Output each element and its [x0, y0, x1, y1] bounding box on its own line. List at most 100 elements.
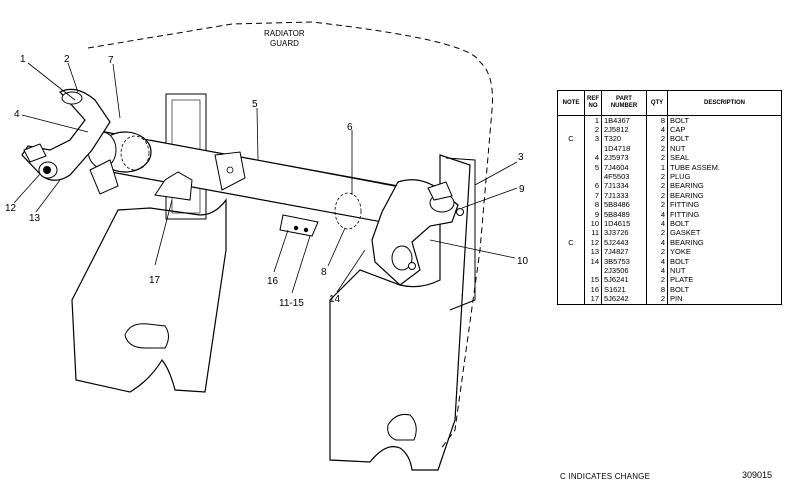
bolt-plate-bolt — [293, 225, 299, 231]
right-yoke-bolt — [408, 262, 416, 270]
row-qty: 8 — [646, 115, 668, 126]
row-note — [557, 228, 585, 239]
row-ref-no: 10 — [584, 219, 602, 229]
row-qty: 4 — [646, 219, 668, 229]
row-note: C — [557, 134, 585, 145]
right-plate-edge — [445, 157, 476, 311]
row-qty: 4 — [646, 256, 668, 267]
leader-lines — [13, 62, 518, 294]
row-part-number: 2J3506 — [601, 266, 647, 276]
row-part-number: 7J4604 — [601, 162, 647, 173]
left-yoke-bearing — [43, 166, 51, 174]
callout-4: 4 — [14, 109, 20, 120]
row-ref-no: 8 — [584, 200, 602, 210]
row-ref-no: 16 — [584, 285, 602, 295]
row-ref-no: 12 — [584, 238, 602, 248]
row-part-number: 7J1334 — [601, 181, 647, 192]
row-ref-no: 15 — [584, 275, 602, 286]
row-qty: 2 — [646, 134, 668, 145]
row-ref-no — [584, 266, 602, 276]
row-note — [557, 294, 585, 305]
row-qty: 2 — [646, 181, 668, 192]
row-note — [557, 162, 585, 173]
row-ref-no: 11 — [584, 228, 602, 239]
row-ref-no: 6 — [584, 181, 602, 192]
left-mounting-plate — [71, 198, 227, 393]
row-description: PLUG — [667, 172, 782, 182]
row-qty: 2 — [646, 247, 668, 257]
row-qty: 4 — [646, 125, 668, 135]
row-qty: 2 — [646, 191, 668, 201]
row-ref-no: 17 — [584, 294, 602, 305]
row-qty: 4 — [646, 266, 668, 276]
row-part-number: 1D4718 — [601, 144, 647, 154]
right-yoke-bearing-cap — [427, 181, 453, 201]
row-qty: 8 — [646, 285, 668, 295]
row-part-number: 5J2443 — [601, 238, 647, 248]
row-description: BOLT — [667, 285, 782, 295]
tube-flange — [214, 151, 246, 191]
figure-id: 309015 — [742, 470, 773, 480]
callout-9: 9 — [519, 184, 525, 195]
row-ref-no — [584, 144, 602, 154]
row-description: YOKE — [667, 247, 782, 257]
row-description: FITTING — [667, 200, 782, 210]
right-yoke-bolt — [456, 208, 464, 216]
row-ref-no: 3 — [584, 134, 602, 145]
row-part-number: 2J5973 — [601, 153, 647, 163]
callout-11-15: 11-15 — [279, 298, 304, 309]
row-part-number: 1D4615 — [601, 219, 647, 229]
callout-14: 14 — [329, 294, 341, 305]
right-bearing-bore — [334, 192, 362, 230]
row-note — [557, 181, 585, 192]
bolt-plate-bolt — [303, 227, 309, 233]
row-note — [557, 172, 585, 182]
header-qty: QTY — [646, 90, 668, 116]
change-indicator-note: C INDICATES CHANGE — [560, 472, 651, 481]
row-note: C — [557, 238, 585, 248]
callout-3: 3 — [518, 152, 524, 163]
row-part-number: 1B4367 — [601, 115, 647, 126]
row-description: BOLT — [667, 115, 782, 126]
left-yoke — [21, 88, 111, 181]
row-part-number: 5J6241 — [601, 275, 647, 286]
row-note — [557, 209, 585, 220]
row-note — [557, 247, 585, 257]
callout-8: 8 — [321, 267, 327, 278]
row-part-number: 3B5753 — [601, 256, 647, 267]
row-description: PLATE — [667, 275, 782, 286]
row-part-number: 7J4827 — [601, 247, 647, 257]
row-description: TUBE ASSEM. — [667, 162, 782, 173]
left-plate-cutout — [124, 323, 169, 349]
row-description: BOLT — [667, 219, 782, 229]
bolt-plate — [279, 214, 319, 237]
row-part-number: 4F5503 — [601, 172, 647, 182]
row-description: BOLT — [667, 134, 782, 145]
row-ref-no: 2 — [584, 125, 602, 135]
row-description: CAP — [667, 125, 782, 135]
row-note — [557, 285, 585, 295]
callout-2: 2 — [64, 54, 70, 65]
row-qty: 1 — [646, 162, 668, 173]
row-description: FITTING — [667, 209, 782, 220]
row-note — [557, 266, 585, 276]
row-ref-no: 14 — [584, 256, 602, 267]
right-plate-cutout — [387, 414, 417, 441]
row-ref-no: 7 — [584, 191, 602, 201]
callout-5: 5 — [252, 99, 258, 110]
row-ref-no: 13 — [584, 247, 602, 257]
row-part-number: 3J3726 — [601, 228, 647, 239]
callout-7: 7 — [108, 55, 114, 66]
row-part-number: 5J6242 — [601, 294, 647, 305]
row-note — [557, 153, 585, 163]
